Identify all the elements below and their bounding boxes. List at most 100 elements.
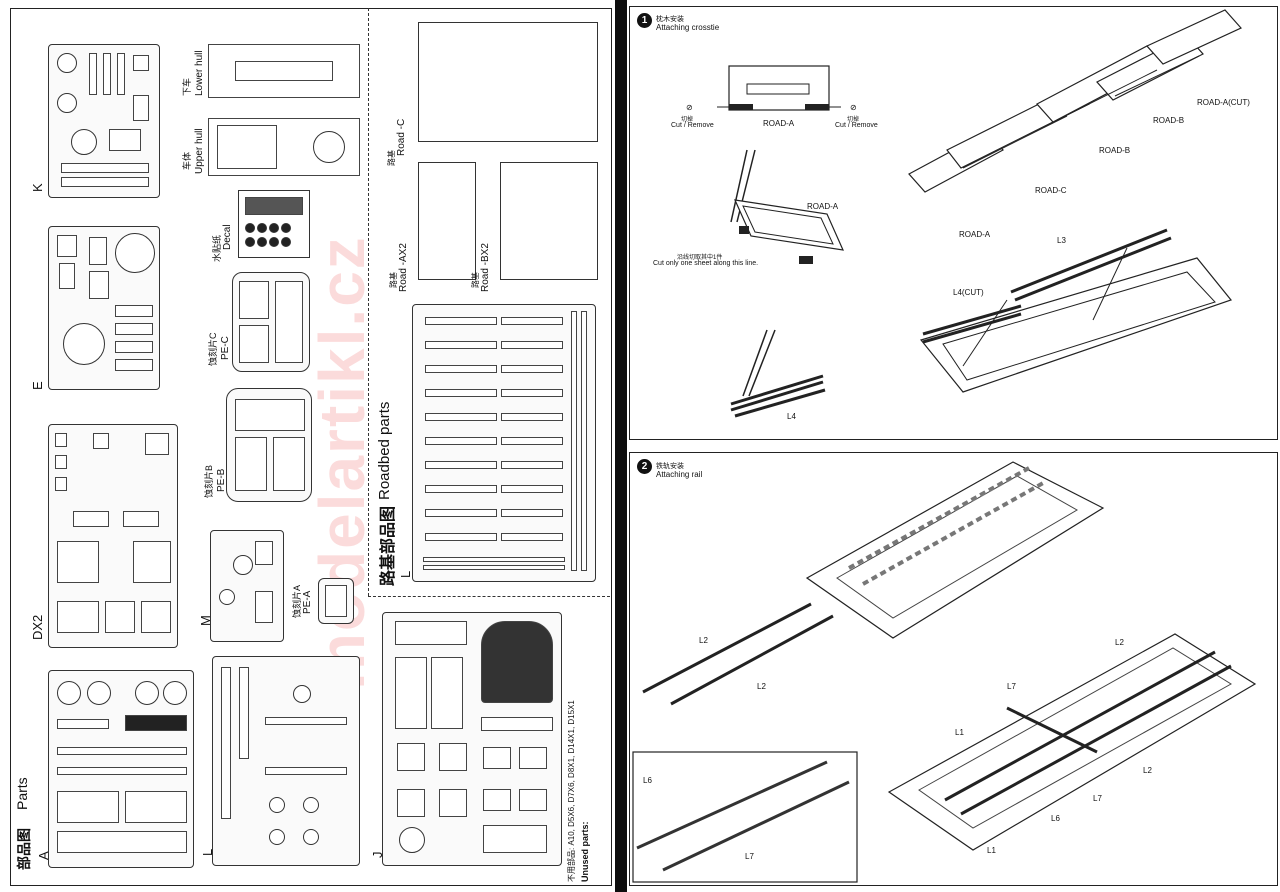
sprue-e xyxy=(48,226,160,390)
sprue-label-l: L xyxy=(200,848,215,856)
crosstie-strip xyxy=(501,461,563,469)
road-c-en: Road -C xyxy=(396,118,407,156)
part-plate xyxy=(123,511,159,527)
road-a-label-chain: ROAD-A xyxy=(959,230,991,239)
pe-c-fret xyxy=(232,272,310,372)
part-small xyxy=(89,237,107,265)
part-ring xyxy=(269,829,285,845)
part-ring xyxy=(269,797,285,813)
rail-piece xyxy=(581,311,587,571)
step1-number: 1 xyxy=(637,13,652,28)
sprue-label-k: K xyxy=(30,183,45,192)
l1-label-1: L1 xyxy=(955,728,964,737)
decal-dot xyxy=(269,223,279,233)
rail-piece xyxy=(423,557,565,562)
part-door xyxy=(431,657,463,729)
decal-dot xyxy=(245,223,255,233)
part-roof xyxy=(395,621,467,645)
parts-page-frame xyxy=(10,8,612,886)
part-small xyxy=(519,789,547,811)
road-ax2-part xyxy=(418,162,476,280)
part-small xyxy=(255,591,273,623)
part-rod xyxy=(117,53,125,95)
pe-panel xyxy=(273,437,305,491)
part-ring xyxy=(293,685,311,703)
crosstie-strip xyxy=(501,533,563,541)
road-c-label: ROAD-C xyxy=(1035,186,1067,195)
part-bar xyxy=(115,359,153,371)
part-wheel xyxy=(163,681,187,705)
cut-line-cn: 沿线切取其中1件 xyxy=(677,255,723,261)
sprue-l-parts xyxy=(212,656,360,866)
part-panel xyxy=(141,601,171,633)
upper-hull-turret-ring xyxy=(313,131,345,163)
part-small xyxy=(397,743,425,771)
part-small xyxy=(439,743,467,771)
unused-parts-cn: 不用部品: A10, D5X6, D7X6, D8X1, D14X1, D15X… xyxy=(567,700,576,882)
part-disc xyxy=(115,233,155,273)
pe-b-fret xyxy=(226,388,312,502)
part-bar xyxy=(57,767,187,775)
part-small xyxy=(93,433,109,449)
step1-illustration xyxy=(717,9,1242,418)
step1-panel xyxy=(629,6,1278,440)
road-a-label-box: ROAD-A xyxy=(807,202,839,211)
part-black-strip xyxy=(125,715,187,731)
upper-hull-part xyxy=(208,118,360,176)
part-small xyxy=(57,235,77,257)
part-bar xyxy=(57,747,187,755)
part-panel xyxy=(57,791,119,823)
sprue-label-m: M xyxy=(198,615,213,626)
crosstie-strip xyxy=(501,485,563,493)
part-bar xyxy=(115,341,153,353)
sprue-label-e: E xyxy=(30,381,45,390)
sprue-label-l-roadbed: L xyxy=(398,570,413,578)
crosstie-strip xyxy=(501,365,563,373)
l4-cut-label: L4(CUT) xyxy=(953,288,984,297)
cut-icon: ⊘ xyxy=(686,103,693,112)
decal-en: Decal xyxy=(222,224,233,250)
part-rod xyxy=(89,53,97,95)
lower-hull-window xyxy=(235,61,333,81)
part-wheel xyxy=(57,53,77,73)
part-gear xyxy=(63,323,105,365)
sprue-label-j: J xyxy=(370,851,385,859)
decal-sheet xyxy=(238,190,310,258)
lower-hull-cn: 下车 xyxy=(182,77,192,96)
crosstie-strip xyxy=(425,461,497,469)
cut-label-en-right: Cut / Remove xyxy=(835,122,878,129)
cut-label-cn-left: 切掉 xyxy=(681,117,694,123)
rail-piece xyxy=(571,311,577,571)
cut-icon: ⊘ xyxy=(850,103,857,112)
l2-label-2: L2 xyxy=(757,682,766,691)
part-small xyxy=(483,747,511,769)
road-bx2-en: Road -BX2 xyxy=(480,243,491,292)
sprue-m xyxy=(210,530,284,642)
part-bar xyxy=(115,323,153,335)
pe-panel xyxy=(325,585,347,617)
crosstie-strip xyxy=(425,341,497,349)
roadbed-divider-horizontal xyxy=(368,596,610,597)
part-rod xyxy=(239,667,249,759)
crosstie-strip xyxy=(425,413,497,421)
lower-hull-part xyxy=(208,44,360,98)
step2-illustration xyxy=(632,461,1257,883)
decal-dot xyxy=(269,237,279,247)
pe-b-cn: 蚀刻片B xyxy=(204,464,214,498)
decal-dot xyxy=(281,237,291,247)
road-b-label-2: ROAD-B xyxy=(1099,146,1131,155)
crosstie-strip xyxy=(501,389,563,397)
part-wheel xyxy=(135,681,159,705)
sprue-label-a: A xyxy=(36,851,51,860)
part-panel xyxy=(57,601,99,633)
decal-dot xyxy=(257,237,267,247)
cut-label-cn-right: 切掉 xyxy=(847,117,860,123)
roadbed-divider-vertical xyxy=(368,8,369,596)
road-b-label-1: ROAD-B xyxy=(1153,116,1185,125)
part-small xyxy=(55,477,67,491)
parts-page: modelartikl.cz K E xyxy=(0,0,615,892)
part-small xyxy=(133,95,149,121)
pe-panel xyxy=(239,325,269,363)
crosstie-strip xyxy=(501,341,563,349)
cut-label-en-left: Cut / Remove xyxy=(671,122,714,129)
